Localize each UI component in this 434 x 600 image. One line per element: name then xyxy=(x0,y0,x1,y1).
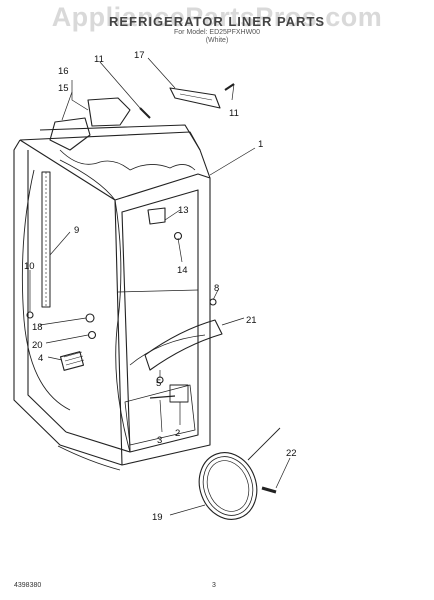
callout-17: 17 xyxy=(134,50,145,61)
control-housing-16 xyxy=(87,97,131,127)
liner-left-outer xyxy=(13,139,123,466)
callout-18: 18 xyxy=(32,322,43,333)
liner-inner-frame xyxy=(121,189,199,453)
callout-14: 14 xyxy=(177,265,188,276)
callout-4: 4 xyxy=(38,353,43,364)
watermark-text: AppliancePartsPros.com xyxy=(51,2,383,32)
callout-15: 15 xyxy=(58,83,69,94)
control-housing-15 xyxy=(49,117,91,151)
liner-inner-curve xyxy=(59,159,131,453)
clip-13 xyxy=(147,207,166,225)
liner-back-top xyxy=(19,131,211,179)
screw-11-right xyxy=(224,83,235,91)
grille-4 xyxy=(59,351,85,371)
page-number: 3 xyxy=(212,582,216,589)
cover-21 xyxy=(144,319,223,371)
liner-wave xyxy=(59,149,196,171)
bracket-3 xyxy=(149,395,176,399)
callout-8: 8 xyxy=(214,283,219,294)
liner-bottom-tray xyxy=(57,445,121,471)
diagram-title: REFRIGERATOR LINER PARTS xyxy=(108,14,326,29)
screw-8 xyxy=(209,298,217,306)
model-line: For Model: ED25PFXHW00 xyxy=(174,29,260,36)
screw-11-left xyxy=(139,107,151,119)
callout-20: 20 xyxy=(32,340,43,351)
callout-16: 16 xyxy=(58,66,69,77)
callout-labels: 1 2 3 4 5 8 9 10 11 11 13 14 15 16 17 18… xyxy=(24,50,297,523)
part-18 xyxy=(85,313,95,323)
callout-10: 10 xyxy=(24,261,35,272)
bracket-17 xyxy=(169,87,221,109)
callout-11-right: 11 xyxy=(229,108,239,119)
callout-21: 21 xyxy=(246,315,257,326)
callout-2: 2 xyxy=(175,428,180,439)
callout-5: 5 xyxy=(156,378,161,389)
liner-front-frame xyxy=(114,173,211,466)
liner-mid-shelf xyxy=(129,334,206,366)
callout-11-top: 11 xyxy=(94,54,104,65)
liner-floor xyxy=(124,384,196,446)
callout-22: 22 xyxy=(286,448,297,459)
color-line: (White) xyxy=(205,37,229,44)
part-20 xyxy=(87,330,97,340)
document-number: 4398380 xyxy=(14,582,42,589)
coil-19 xyxy=(198,452,258,520)
liner-bottom xyxy=(65,431,131,453)
callout-1: 1 xyxy=(258,139,263,150)
tube-wire xyxy=(21,169,71,411)
liner-shelf-line xyxy=(117,289,199,293)
liner-left-inner xyxy=(27,150,67,433)
callout-9: 9 xyxy=(74,225,79,236)
callout-13: 13 xyxy=(178,205,189,216)
liner-top-edge xyxy=(19,139,116,201)
fitting-22 xyxy=(261,486,277,494)
callout-3: 3 xyxy=(157,435,162,446)
callout-19: 19 xyxy=(152,512,163,523)
